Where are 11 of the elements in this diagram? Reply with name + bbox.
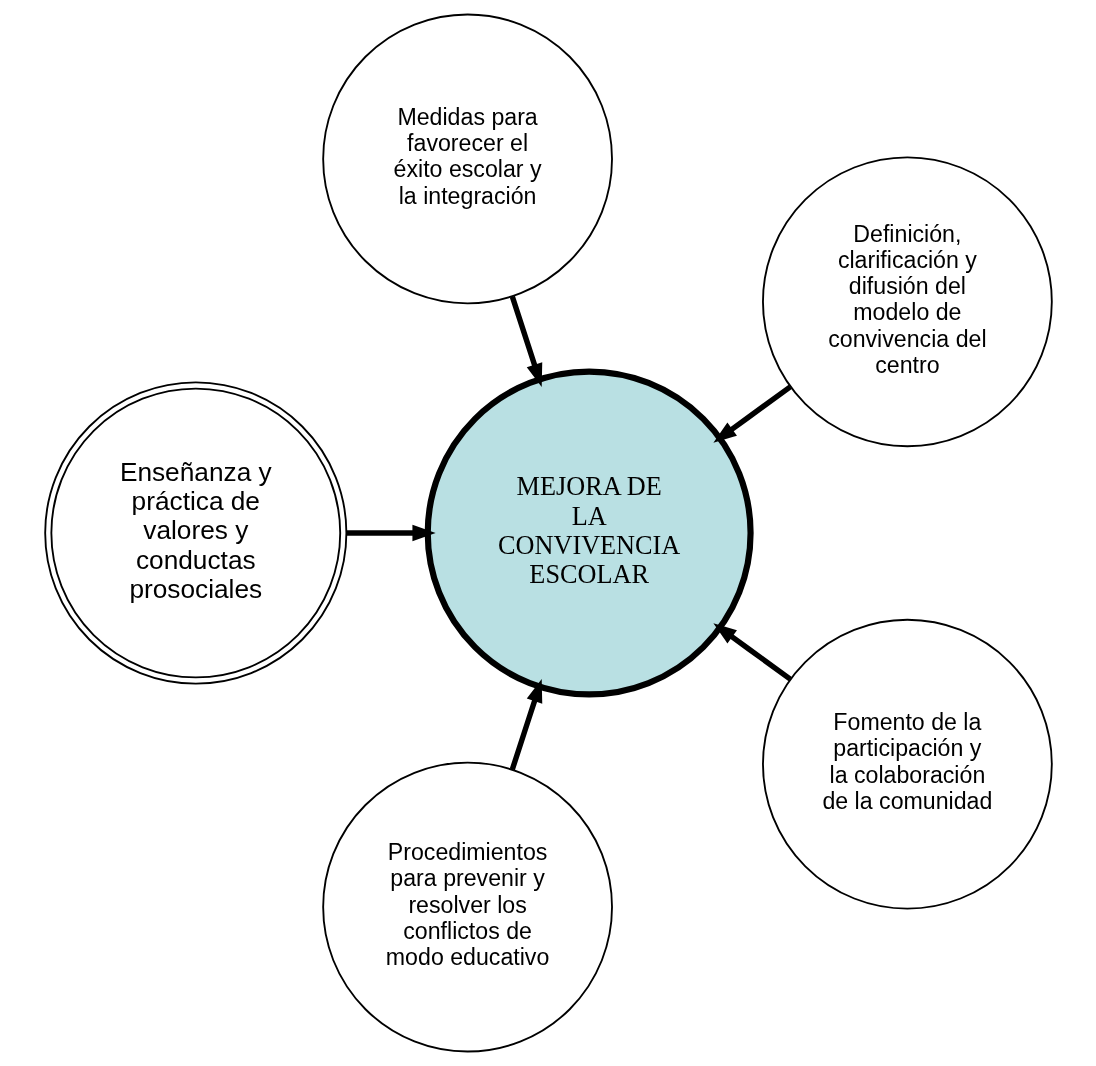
node-circle: Medidas para favorecer el éxito escolar y la integración [321,13,613,305]
node-circle: Fomento de la participación y la colaboración de la comunidad [761,618,1053,910]
node-circle: Enseñanza y práctica de valores y conductas prosociales [43,381,347,685]
arrow [346,524,436,542]
node-circle: Definición, clarificación y difusión del modelo de convivencia del centro [761,156,1053,448]
arrow [712,623,792,682]
arrow [509,679,542,771]
arrow [509,295,542,387]
node-circle: MEJORA DE LA CONVIVENCIA ESCOLAR [424,368,754,698]
node-circle: Procedimientos para prevenir y resolver los conflictos de modo educativo [321,761,613,1053]
arrow [712,384,792,443]
